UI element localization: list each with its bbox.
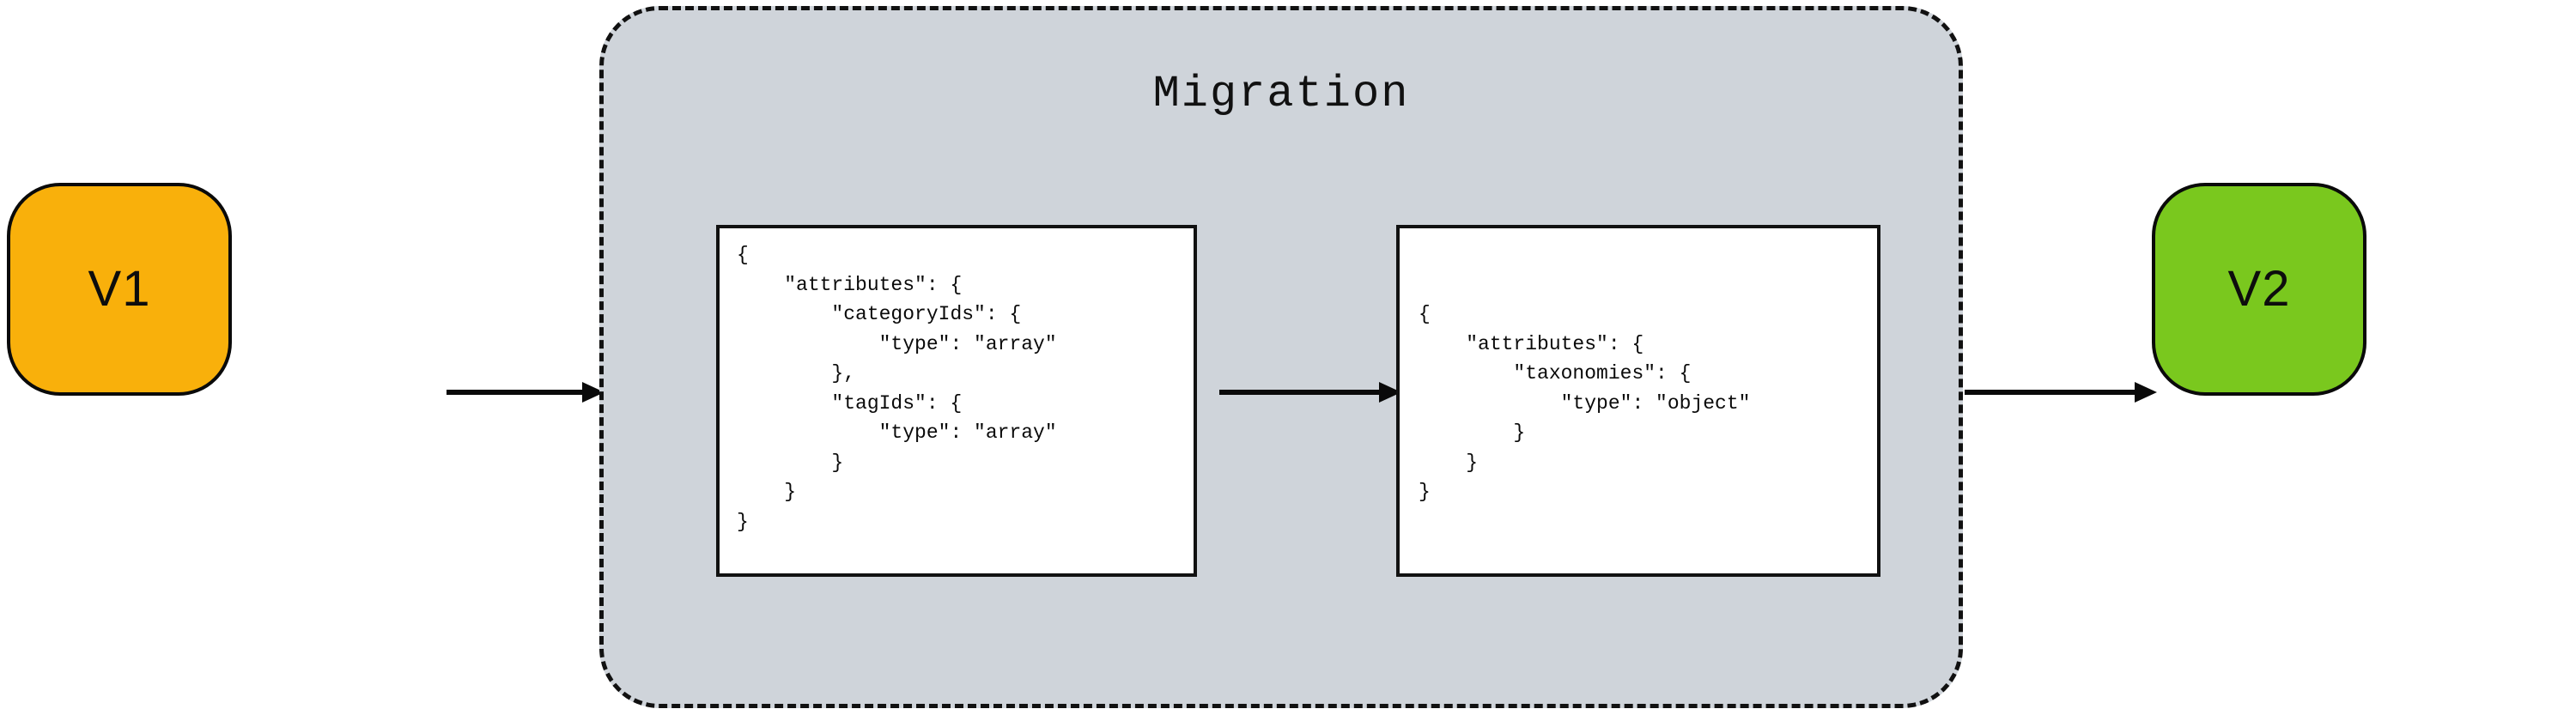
source-schema-text: { "attributes": { "categoryIds": { "type… <box>737 244 1057 533</box>
code-box-target-schema: { "attributes": { "taxonomies": { "type"… <box>1396 225 1880 577</box>
node-v1-label: V1 <box>88 261 151 317</box>
migration-title: Migration <box>1152 69 1410 119</box>
node-v1[interactable]: V1 <box>7 183 232 396</box>
node-v2-label: V2 <box>2227 261 2291 317</box>
target-schema-text: { "attributes": { "taxonomies": { "type"… <box>1419 303 1751 503</box>
arrow-source-to-target-icon <box>1219 382 1401 403</box>
code-box-source-schema: { "attributes": { "categoryIds": { "type… <box>716 225 1197 577</box>
node-v2[interactable]: V2 <box>2152 183 2366 396</box>
arrow-v1-to-migration-icon <box>447 382 605 403</box>
arrow-migration-to-v2-icon <box>1965 382 2157 403</box>
